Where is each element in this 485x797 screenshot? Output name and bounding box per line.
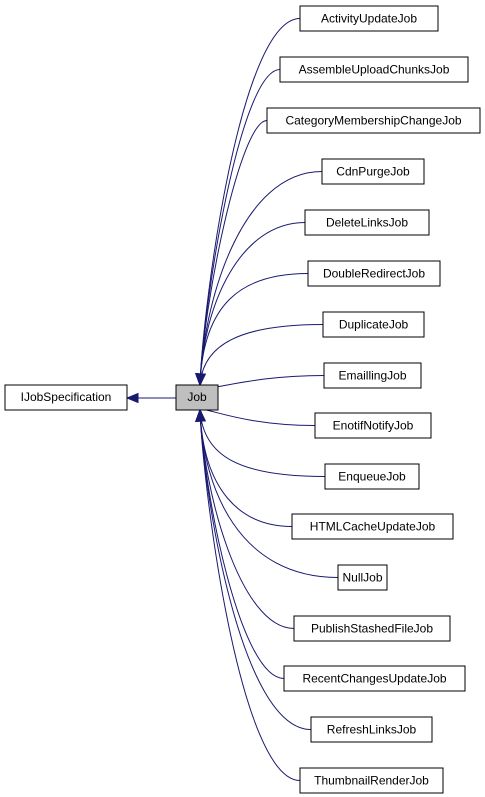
subclass-node[interactable]: AssembleUploadChunksJob (279, 56, 469, 83)
subclass-label: HTMLCacheUpdateJob (310, 520, 436, 534)
inheritance-arrowhead (195, 408, 206, 422)
base-class-label: IJobSpecification (21, 390, 112, 404)
subclass-node[interactable]: ActivityUpdateJob (299, 5, 439, 32)
subclass-label: RefreshLinksJob (327, 723, 417, 737)
inheritance-edge (199, 409, 293, 527)
subclass-label: CategoryMembershipChangeJob (285, 114, 461, 128)
subclass-label: DoubleRedirectJob (323, 267, 425, 281)
subclass-box (291, 513, 454, 540)
inheritance-arrowhead (195, 373, 207, 387)
subclass-label: CdnPurgeJob (336, 165, 410, 179)
focus-class-box (175, 384, 219, 411)
inheritance-edge (199, 375, 325, 389)
subclass-node[interactable]: DoubleRedirectJob (307, 260, 441, 287)
inheritance-edge (199, 222, 306, 386)
subclass-node[interactable]: CategoryMembershipChangeJob (266, 107, 481, 134)
subclass-box (322, 311, 425, 338)
subclass-label: RecentChangesUpdateJob (302, 672, 446, 686)
subclass-node[interactable]: EnotifNotifyJob (314, 412, 432, 439)
subclass-box (314, 412, 432, 439)
inheritance-edges (127, 18, 339, 781)
focus-class-label: Job (187, 390, 207, 404)
subclass-label: DeleteLinksJob (326, 216, 408, 230)
subclass-box (324, 463, 420, 490)
subclass-label: AssembleUploadChunksJob (299, 63, 450, 77)
inheritance-edge (199, 408, 316, 426)
subclass-node[interactable]: EnqueueJob (324, 463, 420, 490)
subclass-label: PublishStashedFileJob (311, 622, 433, 636)
subclass-node[interactable]: CdnPurgeJob (321, 158, 425, 185)
subclass-label: EnotifNotifyJob (333, 419, 414, 433)
inheritance-edge (199, 120, 268, 386)
subclass-label: NullJob (342, 571, 382, 585)
subclass-box (299, 767, 444, 794)
subclass-label: DuplicateJob (339, 318, 409, 332)
subclass-label: ThumbnailRenderJob (314, 774, 429, 788)
subclass-node[interactable]: RefreshLinksJob (310, 716, 433, 743)
subclass-label: ActivityUpdateJob (321, 12, 417, 26)
subclass-label: EmaillingJob (338, 369, 406, 383)
subclass-box (323, 362, 422, 389)
base-inheritance-arrowhead (125, 392, 139, 404)
subclass-nodes: ActivityUpdateJobAssembleUploadChunksJob… (266, 5, 481, 794)
subclass-box (337, 564, 388, 591)
focus-class-node[interactable]: Job (175, 384, 219, 411)
subclass-node[interactable]: RecentChangesUpdateJob (283, 665, 466, 692)
subclass-box (304, 209, 430, 236)
subclass-box (283, 665, 466, 692)
inheritance-edge (199, 409, 301, 781)
subclass-node[interactable]: EmaillingJob (323, 362, 422, 389)
subclass-box (310, 716, 433, 743)
inheritance-arrowheads (125, 373, 211, 422)
subclass-node[interactable]: PublishStashedFileJob (293, 615, 451, 642)
subclass-box (307, 260, 441, 287)
subclass-box (299, 5, 439, 32)
subclass-label: EnqueueJob (338, 470, 406, 484)
subclass-node[interactable]: NullJob (337, 564, 388, 591)
inheritance-edge (199, 273, 309, 386)
base-class-node[interactable]: IJobSpecification (4, 384, 128, 411)
subclass-box (293, 615, 451, 642)
subclass-node[interactable]: HTMLCacheUpdateJob (291, 513, 454, 540)
subclass-box (266, 107, 481, 134)
inheritance-edge (199, 324, 324, 386)
base-class-box (4, 384, 128, 411)
subclass-box (321, 158, 425, 185)
subclass-node[interactable]: DuplicateJob (322, 311, 425, 338)
subclass-box (279, 56, 469, 83)
subclass-node[interactable]: ThumbnailRenderJob (299, 767, 444, 794)
inheritance-edge (199, 171, 323, 386)
inheritance-edge (199, 409, 326, 477)
subclass-node[interactable]: DeleteLinksJob (304, 209, 430, 236)
